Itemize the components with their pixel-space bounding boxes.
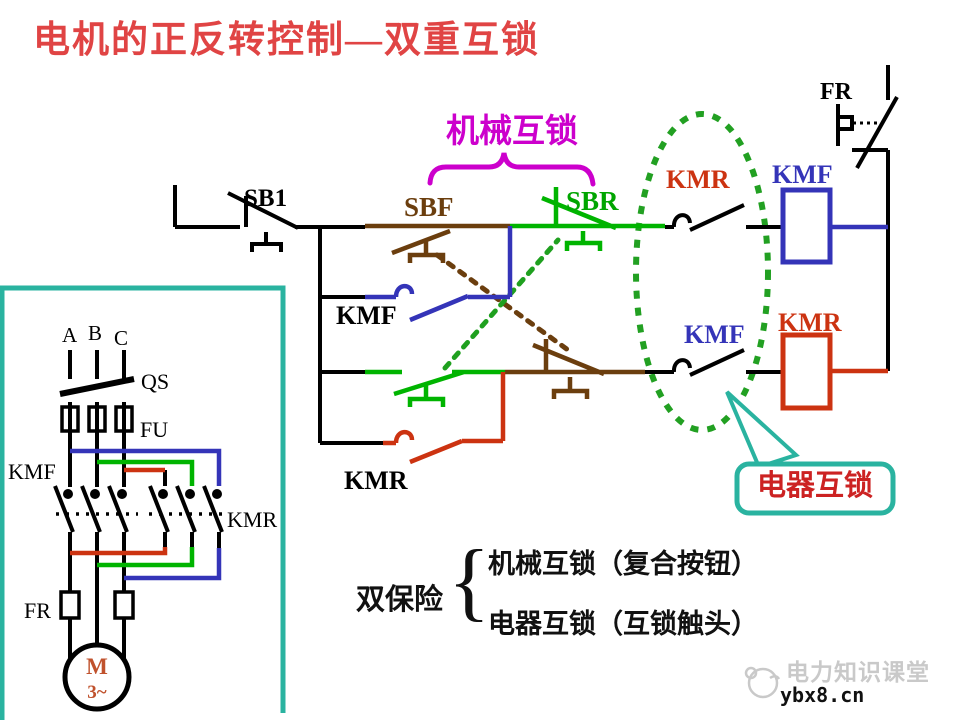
thermal-relay-label: FR <box>820 79 852 105</box>
double-insurance-label: 双保险 <box>356 584 444 616</box>
mechanical-interlock-brace <box>427 152 596 187</box>
kmf-main-contacts-label: KMF <box>8 459 56 484</box>
watermark-name: 电力知识课堂 <box>786 660 930 685</box>
stop-button-label: SB1 <box>244 185 288 212</box>
mechanical-link-dotted-lines <box>434 237 571 371</box>
kmr-coil-label: KMR <box>778 308 842 337</box>
power-circuit-black-wires <box>53 350 224 659</box>
motor-phase-label: 3~ <box>87 682 107 703</box>
callout-box <box>734 461 896 516</box>
forward-contactor-wires <box>365 187 888 323</box>
phase-swap-wires <box>70 448 222 581</box>
phase-c-label: C <box>114 326 129 350</box>
fuse-symbols <box>60 405 134 433</box>
reverse-button-wires <box>365 187 665 407</box>
qs-switch-label: QS <box>141 369 170 394</box>
kmf-latch-contact-label: KMF <box>336 301 397 330</box>
contact-dots <box>63 489 222 499</box>
page-title: 电机的正反转控制—双重互锁 <box>33 20 540 61</box>
phase-a-label: A <box>62 323 78 347</box>
thermal-relay-power-label: FR <box>24 598 51 623</box>
kmr-interlock-contact-label: KMR <box>666 165 730 194</box>
thermal-relay-elements <box>59 590 135 620</box>
forward-button-wires <box>365 223 645 399</box>
kmf-interlock-contact-label: KMF <box>684 320 745 349</box>
control-circuit-black-wires <box>173 65 899 445</box>
motor-label: M <box>86 654 108 679</box>
mechanical-interlock-label: 机械互锁 <box>446 114 578 150</box>
motor-circle <box>62 642 132 712</box>
qs-switch-bar <box>59 376 135 397</box>
electrical-interlock-ellipse <box>633 111 771 433</box>
kmr-latch-contact-label: KMR <box>344 466 408 495</box>
fuse-label: FU <box>140 417 169 442</box>
legend-brace: { <box>448 533 491 630</box>
kmr-main-contacts-label: KMR <box>227 507 278 532</box>
phase-b-label: B <box>88 321 103 345</box>
forward-button-label: SBF <box>404 192 454 222</box>
reverse-contactor-wires <box>383 332 888 465</box>
watermark-site: ybx8.cn <box>780 683 865 707</box>
callout-arrow <box>725 390 800 470</box>
legend-item-mechanical: 机械互锁（复合按钮） <box>488 549 758 579</box>
electrical-interlock-callout: 电器互锁 <box>756 470 873 502</box>
power-circuit-frame <box>0 285 286 720</box>
watermark-logo-icon <box>744 666 781 699</box>
reverse-button-label: SBR <box>566 186 619 216</box>
legend-item-electrical: 电器互锁（互锁触头） <box>488 609 758 639</box>
kmf-coil-label: KMF <box>772 160 833 189</box>
